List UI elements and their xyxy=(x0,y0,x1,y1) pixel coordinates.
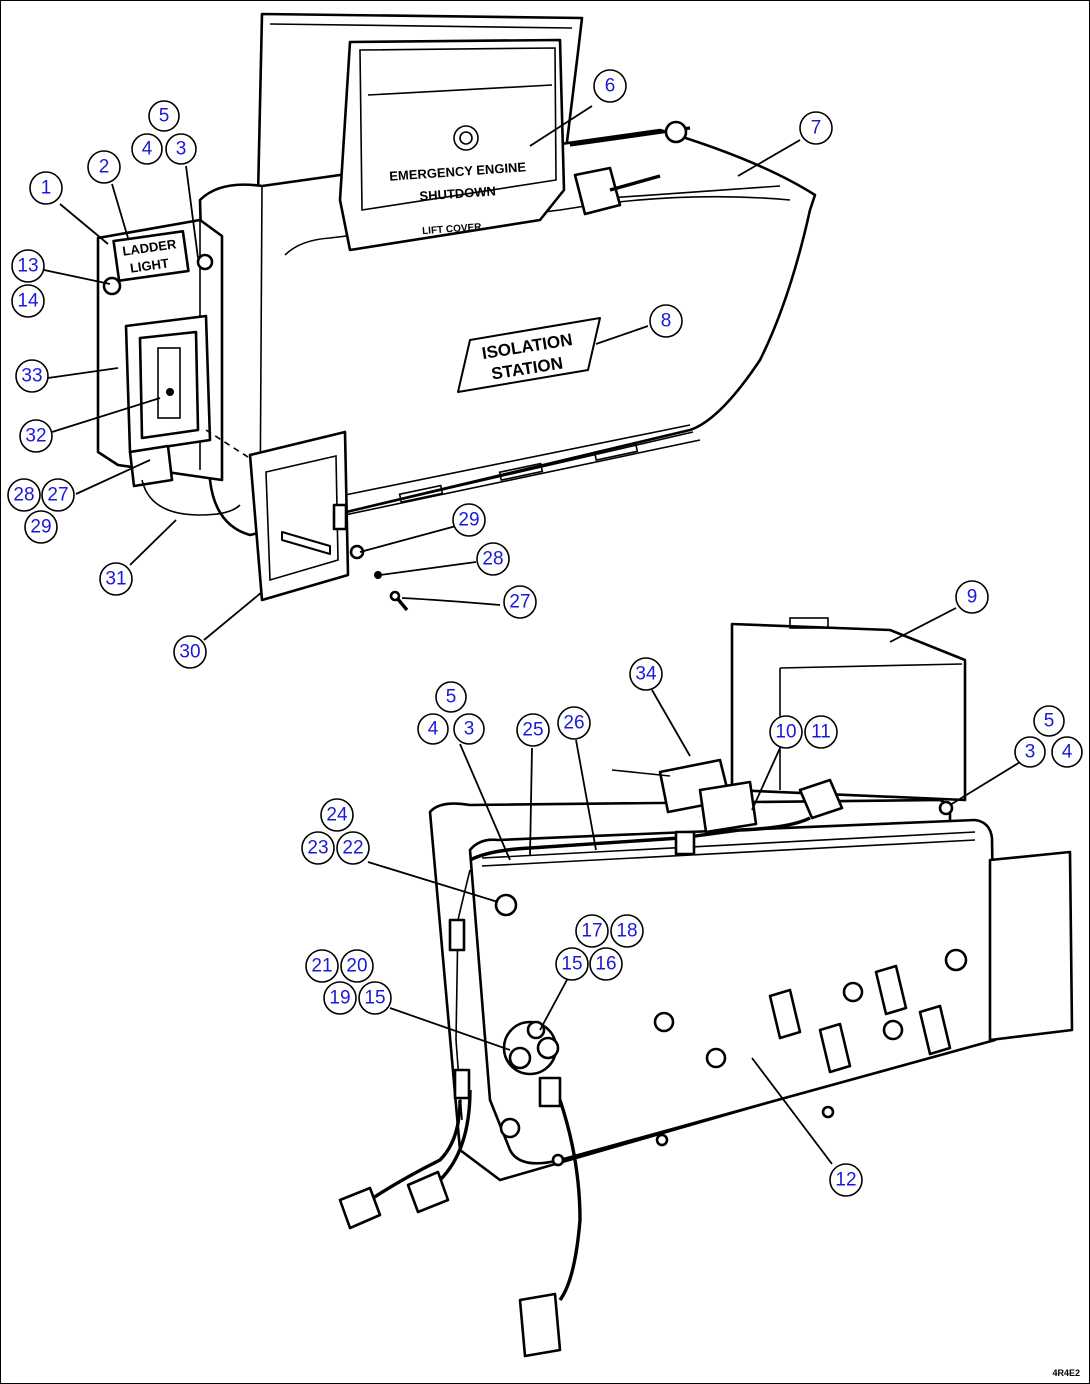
callout-21-label: 21 xyxy=(311,956,332,977)
callout-27b: 27 xyxy=(503,585,537,619)
callout-11: 11 xyxy=(804,715,838,749)
callout-29a: 29 xyxy=(24,510,58,544)
callout-1: 1 xyxy=(29,171,63,205)
callout-17-label: 17 xyxy=(581,921,602,942)
emergency-shutdown-plate: EMERGENCY ENGINE SHUTDOWN LIFT COVER xyxy=(338,38,566,252)
ladder-light-box: LADDER LIGHT xyxy=(96,218,331,516)
callout-9-label: 9 xyxy=(967,587,978,608)
callout-34-label: 34 xyxy=(635,664,657,685)
callout-10-label: 10 xyxy=(775,722,796,743)
callout-16-label: 16 xyxy=(595,954,616,975)
callout-1-label: 1 xyxy=(41,178,52,199)
callout-20: 20 xyxy=(340,949,374,983)
callout-4c: 4 xyxy=(1051,736,1083,768)
callout-32: 32 xyxy=(19,419,53,453)
callout-3c-label: 3 xyxy=(1025,742,1036,763)
callout-2-label: 2 xyxy=(99,157,110,178)
callout-3a: 3 xyxy=(165,133,197,165)
callout-29a-label: 29 xyxy=(30,517,51,538)
callout-15b: 15 xyxy=(358,981,392,1015)
callout-34: 34 xyxy=(629,657,663,691)
callout-16: 16 xyxy=(589,947,623,981)
callout-27b-label: 27 xyxy=(509,592,530,613)
callout-14: 14 xyxy=(11,284,45,318)
callout-2: 2 xyxy=(87,150,121,184)
callout-5b: 5 xyxy=(435,681,467,713)
callout-27a-label: 27 xyxy=(47,485,68,506)
callout-28b: 28 xyxy=(476,542,510,576)
callout-3b: 3 xyxy=(453,713,485,745)
drawing-code: 4R4E2 xyxy=(1052,1368,1080,1378)
callout-30-label: 30 xyxy=(179,642,200,663)
callout-23: 23 xyxy=(301,831,335,865)
callout-14-label: 14 xyxy=(17,291,39,312)
shutdown-switch-fitting xyxy=(573,120,688,216)
callout-15a-label: 15 xyxy=(561,954,582,975)
callout-5b-label: 5 xyxy=(446,687,457,708)
callout-4b: 4 xyxy=(417,713,449,745)
callout-31-label: 31 xyxy=(105,569,126,590)
leader-lines xyxy=(43,105,1031,1165)
callout-3c: 3 xyxy=(1014,736,1046,768)
callout-19: 19 xyxy=(323,981,357,1015)
callout-8: 8 xyxy=(649,304,683,338)
callout-18-label: 18 xyxy=(616,921,637,942)
callout-26-label: 26 xyxy=(563,713,584,734)
callout-29b: 29 xyxy=(452,503,486,537)
callout-6-label: 6 xyxy=(605,76,616,97)
callout-19-label: 19 xyxy=(329,988,350,1009)
callout-32-label: 32 xyxy=(25,426,46,447)
callout-9: 9 xyxy=(955,580,989,614)
callout-11-label: 11 xyxy=(811,722,831,743)
callout-12-label: 12 xyxy=(835,1170,856,1191)
ladder-label-line2: LIGHT xyxy=(129,255,170,275)
callout-22: 22 xyxy=(336,831,370,865)
callout-13-label: 13 xyxy=(17,256,38,277)
callout-25: 25 xyxy=(516,713,550,747)
callout-24-label: 24 xyxy=(326,805,348,826)
callout-23-label: 23 xyxy=(307,838,328,859)
callout-4a-label: 4 xyxy=(142,139,153,160)
callout-3a-label: 3 xyxy=(176,139,187,160)
callout-5c: 5 xyxy=(1033,705,1065,737)
callout-21: 21 xyxy=(305,949,339,983)
callout-30: 30 xyxy=(173,635,207,669)
emergency-label-line2: SHUTDOWN xyxy=(419,183,496,203)
callout-17: 17 xyxy=(575,914,609,948)
callout-3b-label: 3 xyxy=(464,719,475,740)
callout-15b-label: 15 xyxy=(364,988,385,1009)
callout-33: 33 xyxy=(15,359,49,393)
callout-10: 10 xyxy=(769,715,803,749)
callout-33-label: 33 xyxy=(21,366,42,387)
callout-4a: 4 xyxy=(131,133,163,165)
callout-6: 6 xyxy=(593,69,627,103)
lower-panel-assembly xyxy=(338,617,1074,1358)
callout-4c-label: 4 xyxy=(1062,742,1073,763)
emergency-label-line3: LIFT COVER xyxy=(422,222,483,237)
callout-28a-label: 28 xyxy=(13,485,34,506)
callout-22-label: 22 xyxy=(342,838,363,859)
callout-27a: 27 xyxy=(41,478,75,512)
callout-20-label: 20 xyxy=(346,956,367,977)
callout-5c-label: 5 xyxy=(1044,711,1055,732)
callout-28b-label: 28 xyxy=(482,549,503,570)
callout-31: 31 xyxy=(99,562,133,596)
callout-13: 13 xyxy=(11,249,45,283)
callout-29b-label: 29 xyxy=(458,510,479,531)
callout-15a: 15 xyxy=(555,947,589,981)
callout-25-label: 25 xyxy=(522,720,543,741)
callout-18: 18 xyxy=(610,914,644,948)
mounting-bracket xyxy=(248,430,409,612)
callout-7-label: 7 xyxy=(811,118,822,139)
callout-7: 7 xyxy=(799,111,833,145)
callout-4b-label: 4 xyxy=(428,719,439,740)
callout-5a-label: 5 xyxy=(159,106,170,127)
callout-28a: 28 xyxy=(7,478,41,512)
callout-24: 24 xyxy=(320,798,354,832)
callout-12: 12 xyxy=(829,1163,863,1197)
callout-5a: 5 xyxy=(148,100,180,132)
callout-26: 26 xyxy=(557,706,591,740)
callout-8-label: 8 xyxy=(661,311,672,332)
